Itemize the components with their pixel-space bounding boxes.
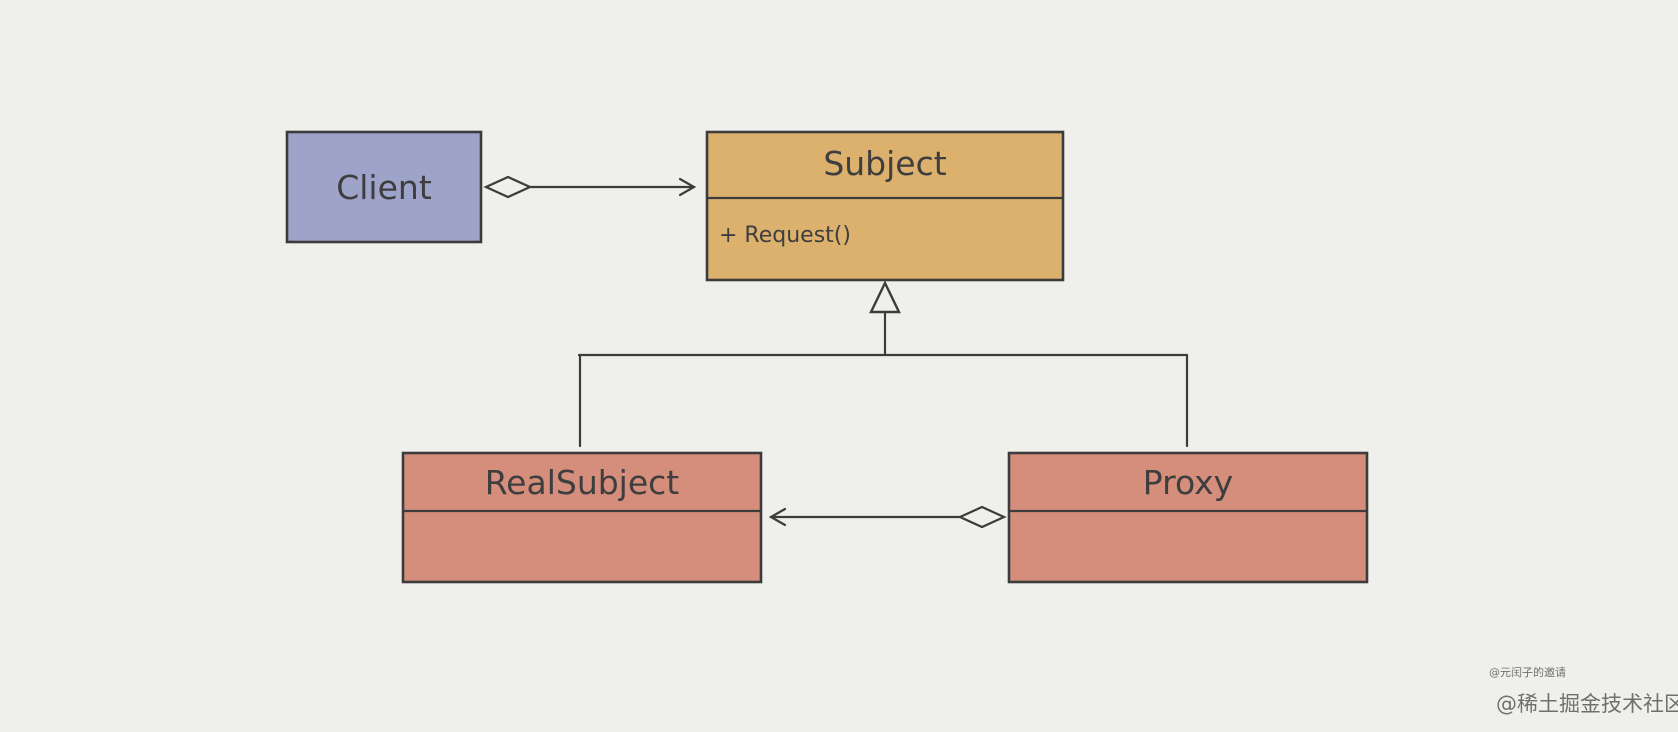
subject-method-request: + Request(): [719, 223, 851, 248]
client-class: Client: [285, 130, 483, 244]
client-subject-aggregation: [483, 175, 697, 199]
aggregation-diamond-icon: [957, 505, 1007, 529]
client-name: Client: [336, 168, 432, 207]
arrowhead-icon: [768, 507, 787, 527]
arrowhead-icon: [678, 177, 697, 197]
realsubject-box: [401, 451, 763, 584]
subject-name: Subject: [823, 144, 946, 183]
realsubject-class: RealSubject: [401, 451, 763, 584]
inheritance-triangle-icon: [869, 280, 901, 314]
realsubject-name: RealSubject: [485, 463, 680, 502]
subject-box: [705, 130, 1065, 282]
proxy-realsubject-aggregation: [768, 505, 1007, 529]
proxy-box: [1007, 451, 1369, 584]
proxy-name: Proxy: [1143, 463, 1233, 502]
watermark-author: @元闰子的邀请: [1489, 666, 1566, 679]
proxy-class: Proxy: [1007, 451, 1369, 584]
generalization-connector: [577, 280, 1189, 448]
client-box: [285, 130, 483, 244]
aggregation-diamond-icon: [483, 175, 533, 199]
subject-class: Subject + Request(): [705, 130, 1065, 282]
watermark-site: @稀土掘金技术社区: [1496, 692, 1678, 716]
